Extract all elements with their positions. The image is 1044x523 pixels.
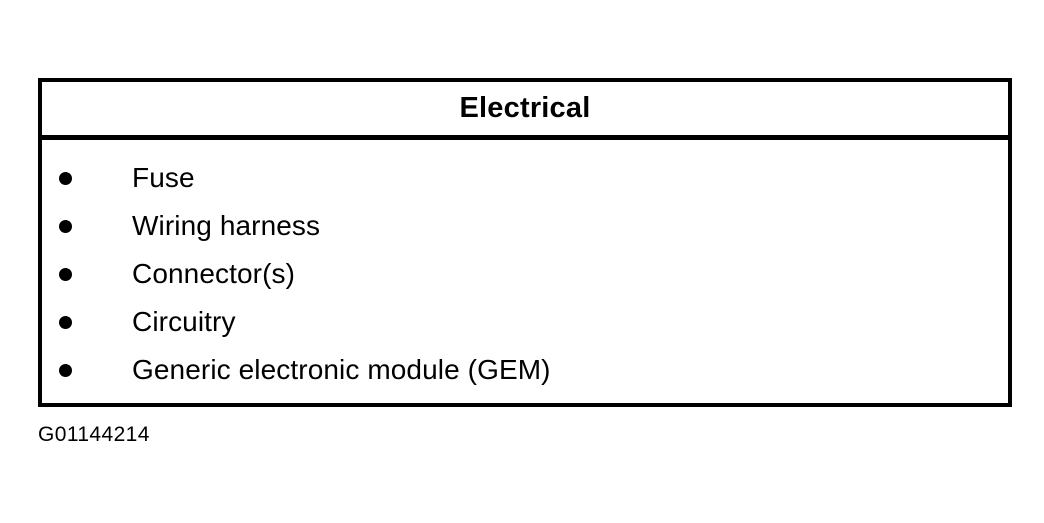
list-item-label: Connector(s) (132, 258, 296, 289)
bullet-dot-icon (59, 316, 72, 329)
list-item: Circuitry (42, 298, 1008, 346)
electrical-component-list: Fuse Wiring harness Connector(s) Circuit… (42, 154, 1008, 394)
bullet-dot-icon (59, 220, 72, 233)
figure-header: Electrical (42, 82, 1008, 140)
list-item-label: Fuse (132, 162, 195, 193)
bullet-dot-icon (59, 172, 72, 185)
electrical-figure-box: Electrical Fuse Wiring harness Connector… (38, 78, 1012, 407)
list-item: Connector(s) (42, 250, 1008, 298)
list-item: Wiring harness (42, 202, 1008, 250)
figure-caption: G01144214 (38, 423, 150, 446)
list-item-label: Wiring harness (132, 210, 321, 241)
bullet-dot-icon (59, 364, 72, 377)
list-item-label: Generic electronic module (GEM) (132, 354, 551, 385)
list-item: Fuse (42, 154, 1008, 202)
list-item-label: Circuitry (132, 306, 236, 337)
bullet-dot-icon (59, 268, 72, 281)
list-item: Generic electronic module (GEM) (42, 346, 1008, 394)
figure-body: Fuse Wiring harness Connector(s) Circuit… (42, 140, 1008, 394)
figure-title: Electrical (459, 92, 591, 124)
